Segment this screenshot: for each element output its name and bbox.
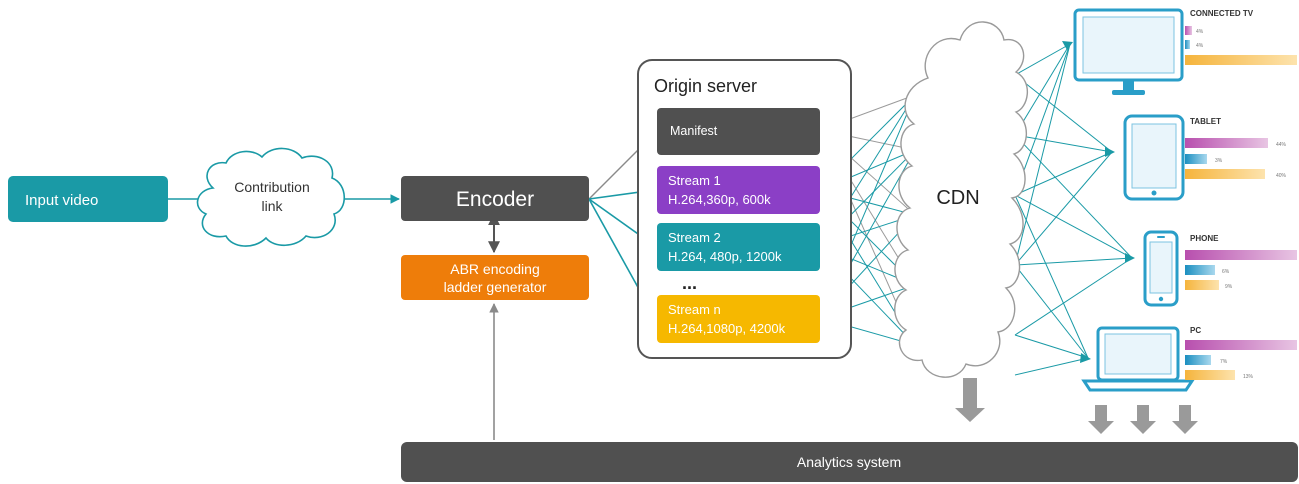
stream-1-name: Stream 1 [668, 173, 721, 188]
pc-bar-2-label: 7% [1220, 359, 1228, 365]
laptop-icon [1081, 326, 1195, 392]
pc-bar-3-label: 13% [1243, 374, 1254, 380]
cdn-down-arrow [955, 378, 985, 422]
device-name-connected-tv: CONNECTED TV [1190, 9, 1254, 18]
device-down-arrow-2 [1130, 405, 1156, 434]
tablet-bar-2 [1185, 154, 1207, 164]
cdn-label: CDN [936, 187, 979, 209]
device-tablet: TABLET 44% 3% 40% [1123, 114, 1287, 201]
tablet-bar-2-label: 3% [1215, 158, 1223, 164]
device-name-tablet: TABLET [1190, 117, 1221, 126]
connected-tv-bar-3 [1185, 55, 1297, 65]
tablet-bar-1-label: 44% [1276, 142, 1287, 148]
connected-tv-bar-2-label: 4% [1196, 43, 1204, 49]
tablet-icon [1123, 114, 1185, 201]
tablet-bar-1 [1185, 138, 1268, 148]
stream-1-spec: H.264,360p, 600k [668, 192, 771, 207]
stream-n-box [657, 295, 820, 343]
abr-label-line2: ladder generator [444, 279, 547, 295]
connected-tv-bar-2 [1185, 40, 1190, 49]
phone-bar-1 [1185, 250, 1297, 260]
phone-bar-3-label: 9% [1225, 284, 1233, 290]
encoder-label: Encoder [456, 188, 534, 211]
device-connected-tv: CONNECTED TV 4% 4% [1073, 8, 1297, 95]
device-arrowheads [1062, 41, 1135, 363]
contribution-label-line1: Contribution [234, 179, 310, 195]
device-down-arrow-1 [1088, 405, 1114, 434]
device-name-phone: PHONE [1190, 234, 1219, 243]
input-video-box: Input video [8, 176, 168, 222]
connected-tv-bar-1-label: 4% [1196, 29, 1204, 35]
stream-n-name: Stream n [668, 302, 721, 317]
abr-ladder-generator-box: ABR encoding ladder generator [401, 255, 589, 300]
manifest-label: Manifest [670, 124, 718, 138]
abr-label-line1: ABR encoding [450, 261, 540, 277]
stream-2-box [657, 223, 820, 271]
connected-tv-bar-1 [1185, 26, 1192, 35]
tv-icon [1073, 8, 1184, 95]
device-phone: PHONE 6% 9% [1143, 230, 1297, 307]
contribution-label-line2: link [261, 198, 283, 214]
streams-ellipsis: ... [682, 273, 697, 293]
pc-bar-3 [1185, 370, 1235, 380]
tablet-bar-3 [1185, 169, 1265, 179]
analytics-system-bar: Analytics system [401, 442, 1298, 482]
device-down-arrow-3 [1172, 405, 1198, 434]
pc-bar-2 [1185, 355, 1211, 365]
stream-1-box [657, 166, 820, 214]
phone-bar-2-label: 6% [1222, 269, 1230, 275]
analytics-label: Analytics system [797, 454, 901, 470]
analytics-feed-arrows [955, 378, 1198, 434]
stream-n-spec: H.264,1080p, 4200k [668, 321, 786, 336]
device-name-pc: PC [1190, 326, 1201, 335]
stream-2-spec: H.264, 480p, 1200k [668, 249, 782, 264]
origin-server-title: Origin server [654, 76, 757, 96]
origin-server-container: Origin server Manifest Stream 1 H.264,36… [637, 59, 852, 359]
pc-bar-1 [1185, 340, 1297, 350]
phone-bar-3 [1185, 280, 1219, 290]
tablet-bar-3-label: 40% [1276, 173, 1287, 179]
input-video-label: Input video [25, 192, 98, 209]
manifest-box [657, 108, 820, 155]
encoder-box: Encoder [401, 176, 589, 221]
stream-2-name: Stream 2 [668, 230, 721, 245]
device-pc: PC 7% 13% [1081, 326, 1297, 392]
phone-bar-2 [1185, 265, 1215, 275]
cdn-cloud: CDN [894, 21, 1028, 378]
phone-icon [1143, 230, 1179, 307]
contribution-link-cloud: Contribution link [196, 147, 346, 247]
